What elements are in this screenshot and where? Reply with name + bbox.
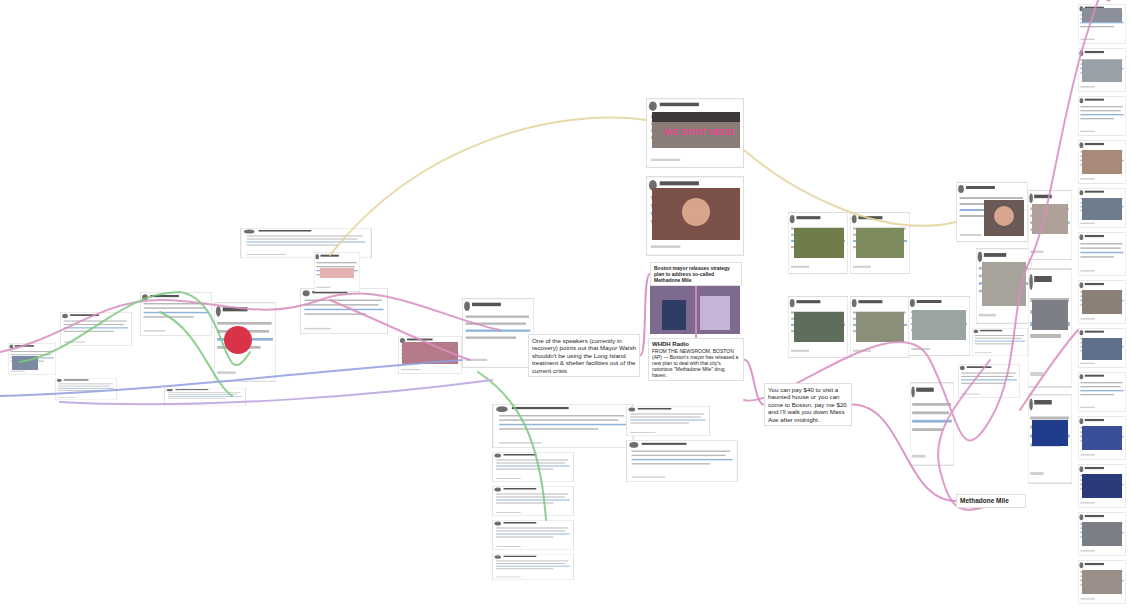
tweet-card: You can pay $40 to visit a haunted house… — [764, 383, 852, 426]
tweet-body: FROM THE NEWSROOM, BOSTON (AP) — Boston'… — [652, 348, 740, 378]
tweet-card: Methadone Mile — [956, 494, 1026, 508]
tweet-card: WHDH RadioFROM THE NEWSROOM, BOSTON (AP)… — [648, 338, 744, 381]
tweet-text: You can pay $40 to visit a haunted house… — [768, 386, 848, 423]
thread-connector — [695, 286, 697, 338]
thread-connector — [744, 360, 764, 405]
tweet-text: WHDH Radio — [652, 341, 740, 348]
tweet-card: Boston mayor releases strategy plan to a… — [650, 262, 742, 286]
tweet-text: One of the speakers (currently in recove… — [532, 337, 636, 374]
photo-sign-text: WE DONT NEED — [664, 128, 734, 137]
tweet-text: Methadone Mile — [960, 497, 1022, 505]
tweet-text: Boston mayor releases strategy plan to a… — [654, 265, 738, 283]
tweet-card: One of the speakers (currently in recove… — [528, 334, 640, 377]
thread-connector — [852, 405, 956, 501]
